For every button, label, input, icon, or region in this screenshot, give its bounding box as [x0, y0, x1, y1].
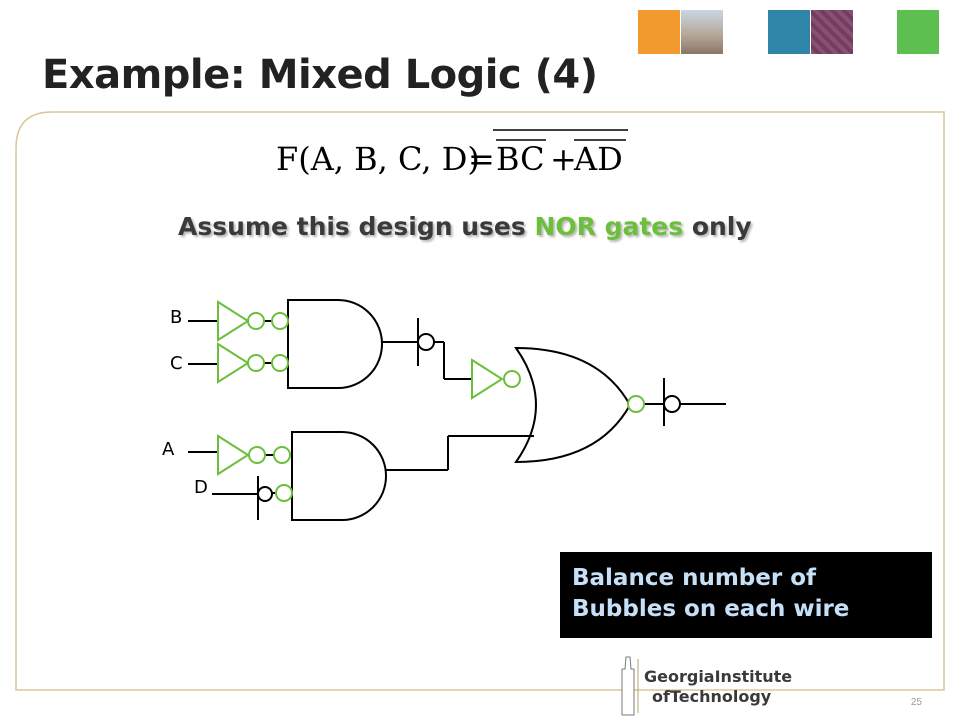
bubble-mid — [503, 370, 521, 388]
slide-title: Example: Mixed Logic (4) — [42, 52, 598, 98]
bubble-c-1 — [247, 354, 265, 372]
bubble-a-2 — [273, 446, 291, 464]
tower-icon — [621, 656, 635, 716]
header-thumbnail-orange — [638, 10, 680, 54]
header-thumbnail-blue — [768, 10, 810, 54]
or-gate — [514, 346, 632, 464]
header-thumbnail-campus — [681, 10, 723, 54]
input-label-a: A — [162, 439, 175, 460]
bubble-output — [663, 395, 681, 413]
bubble-b-2 — [271, 312, 289, 330]
subtitle: Assume this design uses NOR gates only — [178, 212, 752, 241]
equation-lhs: F(A, B, C, D) — [276, 140, 480, 178]
inverter-b — [217, 300, 250, 342]
logo-line-2: ofTechnology — [652, 687, 772, 706]
subtitle-part1: Assume this design uses — [178, 212, 535, 241]
bubble-or-output — [627, 395, 645, 413]
header-thumbnail-chip — [811, 10, 853, 54]
bubble-c-2 — [271, 354, 289, 372]
page-number: 25 — [910, 697, 922, 708]
bubble-and1-output — [417, 333, 435, 351]
and-gate-ad — [291, 431, 387, 521]
input-label-c: C — [170, 353, 183, 374]
subtitle-highlight: NOR gates — [534, 212, 684, 241]
and-gate-bc — [287, 299, 383, 389]
callout-box: Balance number of Bubbles on each wire — [560, 552, 932, 638]
equation-term-bc: BC — [496, 140, 545, 178]
bubble-d-2 — [275, 484, 293, 502]
equation-term-ad: AD — [573, 140, 623, 178]
bubble-b-1 — [247, 312, 265, 330]
bubble-d-1 — [257, 486, 273, 502]
inverter-mid — [471, 358, 504, 400]
subtitle-part2: only — [683, 212, 752, 241]
header-thumbnail-green — [897, 10, 939, 54]
callout-line-2: Bubbles on each wire — [572, 596, 850, 622]
georgia-tech-logo: GeorgiaInstitute ofTechnology — [621, 656, 792, 716]
equation-plus: + — [550, 140, 577, 178]
inverter-c — [217, 342, 250, 384]
boolean-equation: F(A, B, C, D) = BC + AD — [276, 129, 628, 178]
logo-line-1: GeorgiaInstitute — [644, 667, 792, 686]
equation-equals: = — [468, 140, 495, 178]
input-label-d: D — [194, 477, 208, 498]
callout-line-1: Balance number of — [572, 565, 817, 591]
input-labels: B C A D — [162, 307, 208, 498]
input-label-b: B — [170, 307, 182, 328]
bubble-a-1 — [248, 446, 266, 464]
inverter-a — [217, 434, 250, 476]
